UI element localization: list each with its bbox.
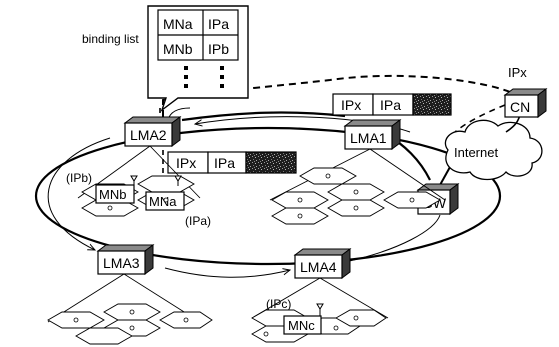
binding-row-1-mn: MNa [163,16,193,32]
lma3-label: LMA3 [103,255,140,271]
lma1-label: LMA1 [350,130,387,146]
antenna-icon-mnc [316,303,324,316]
cn-node: CN [503,88,548,118]
binding-row-2-mn: MNb [163,41,193,57]
cell-dots-lma1 [297,173,415,219]
cn-label: CN [510,99,530,115]
lma3-node: LMA3 [96,244,155,275]
internet-cloud: Internet [444,119,543,181]
mnc-label: MNc [288,318,315,333]
cell-dots [107,197,169,211]
ipc-note: (IPc) [266,297,291,311]
mnc-box: MNc [283,315,322,335]
binding-list: MNa IPa MNb IPb [147,5,249,112]
cells-lma1 [271,167,441,225]
lma2-label: LMA2 [130,127,167,143]
binding-row-2-ip: IPb [208,41,229,57]
cell-dots-lma4 [263,315,359,337]
ipa-note: (IPa) [185,214,211,228]
packet-inner-dst: IPa [214,155,235,171]
packet-outer-dst: IPa [380,97,401,113]
mna-label: MNa [149,194,177,209]
cell-dots-lma3 [73,309,189,331]
binding-list-caption: binding list [82,32,139,46]
core-ring-inner [34,126,502,266]
packet-inner: IPx IPa [167,151,297,174]
antenna-icon [130,175,182,186]
lma4-node: LMA4 [293,248,352,279]
ipb-note: (IPb) [66,171,92,185]
lma2-node: LMA2 [123,116,182,147]
cells-lma3 [47,303,213,345]
internet-label: Internet [454,145,498,160]
lma1-node: LMA1 [343,119,402,150]
packet-outer-src: IPx [341,97,361,113]
packet-inner-src: IPx [176,155,196,171]
ellipsis-dots [184,66,224,88]
cn-address-label: IPx [508,65,527,80]
lma4-label: LMA4 [300,259,337,275]
mnb-label: MNb [99,187,126,202]
mnb-box: MNb [95,184,135,204]
packet-outer: IPx IPa [332,93,452,116]
binding-row-1-ip: IPa [208,16,229,32]
